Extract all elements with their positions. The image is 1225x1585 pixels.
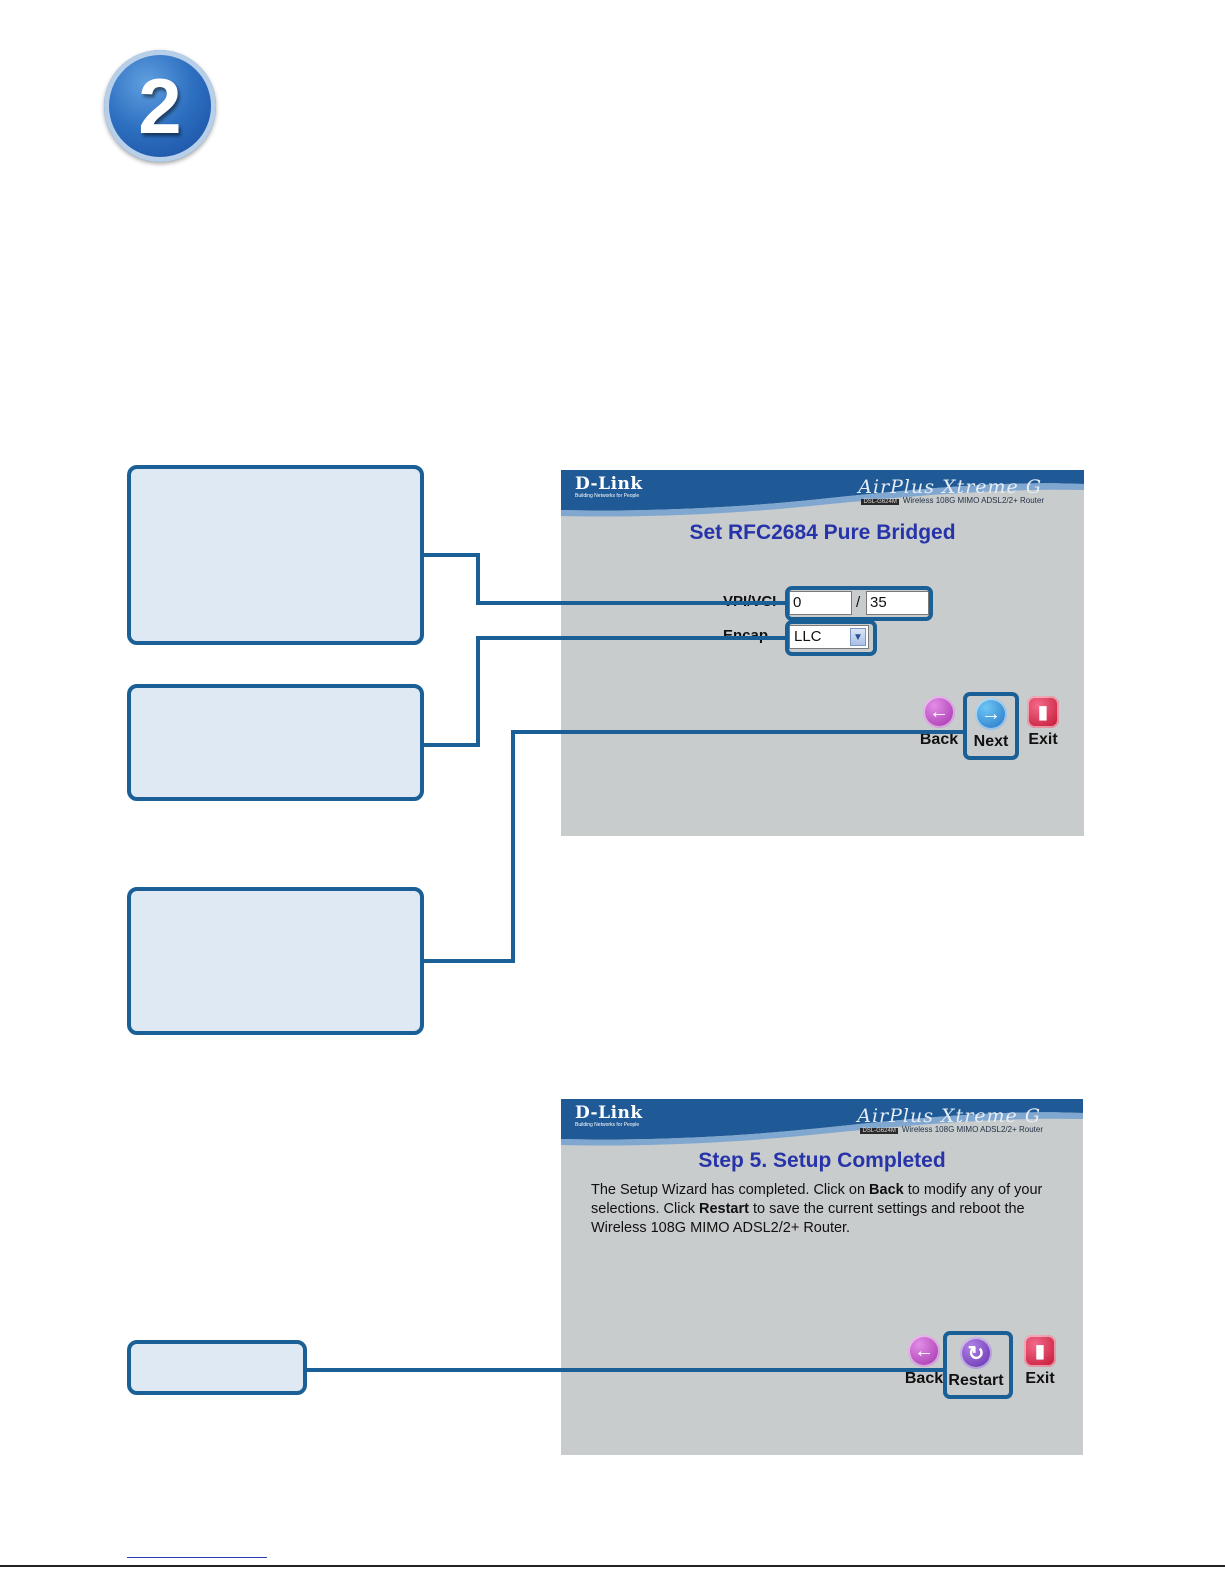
- back-button[interactable]: ← Back: [909, 696, 969, 749]
- footer-link-underline: [127, 1557, 267, 1558]
- model-tag: DSL-G624M: [861, 499, 899, 505]
- dlink-logo: D-Link: [575, 1103, 643, 1123]
- callout-encap: [127, 684, 424, 801]
- vpi-input[interactable]: 0: [789, 591, 852, 615]
- encap-highlight: [785, 620, 877, 656]
- model-subtitle: Wireless 108G MIMO ADSL2/2+ Router: [902, 496, 1044, 505]
- encap-selected-value: LLC: [794, 628, 822, 645]
- dlink-logo: D-Link: [575, 474, 643, 494]
- connector-vpi-vci: [424, 553, 785, 605]
- exit-door-icon: ▮: [1027, 696, 1059, 728]
- page-title: Step 5. Setup Completed: [698, 1149, 946, 1172]
- product-name: AirPlus Xtreme G: [857, 1105, 1041, 1127]
- callout-vpi-vci: [127, 465, 424, 645]
- message-restart-bold: Restart: [698, 1201, 749, 1217]
- restart-label: Restart: [948, 1372, 1004, 1389]
- exit-button[interactable]: ▮ Exit: [1010, 1335, 1070, 1388]
- back-label: Back: [919, 731, 959, 748]
- dlink-tagline: Building Networks for People: [575, 493, 640, 499]
- completion-message: The Setup Wizard has completed. Click on…: [591, 1181, 1061, 1238]
- dlink-banner: [561, 1099, 1083, 1146]
- encap-select[interactable]: LLC ▼: [789, 625, 869, 649]
- message-back-bold: Back: [869, 1182, 904, 1198]
- model-subtitle: Wireless 108G MIMO ADSL2/2+ Router: [901, 1125, 1043, 1134]
- back-button[interactable]: ← Back: [894, 1335, 954, 1388]
- vpi-vci-separator: /: [856, 594, 861, 611]
- message-text-3: to save the current settings and reboot …: [591, 1201, 1025, 1236]
- message-text-1: The Setup Wizard has completed. Click on: [591, 1182, 870, 1198]
- exit-label: Exit: [1025, 1370, 1055, 1387]
- step-number-badge: 2: [104, 50, 216, 162]
- product-name: AirPlus Xtreme G: [858, 476, 1042, 498]
- model-tag: DSL-G624M: [860, 1128, 898, 1134]
- exit-door-icon: ▮: [1024, 1335, 1056, 1367]
- connector-encap: [424, 636, 785, 747]
- back-arrow-icon: ←: [908, 1335, 940, 1367]
- back-arrow-icon: ←: [923, 696, 955, 728]
- vci-input[interactable]: 35: [866, 591, 929, 615]
- next-highlight: [963, 692, 1019, 760]
- restart-button[interactable]: ↻ Restart: [946, 1337, 1006, 1390]
- exit-button[interactable]: ▮ Exit: [1013, 696, 1073, 749]
- next-arrow-icon: →: [975, 698, 1007, 730]
- dlink-banner: [561, 470, 1084, 517]
- message-text-2: to modify any of your selections. Click: [591, 1182, 1043, 1217]
- restart-icon: ↻: [960, 1337, 992, 1369]
- chevron-down-icon: ▼: [850, 628, 866, 646]
- exit-label: Exit: [1028, 731, 1058, 748]
- vpi-vci-highlight: [785, 586, 933, 621]
- dlink-tagline: Building Networks for People: [575, 1122, 640, 1128]
- connector-next: [424, 730, 963, 963]
- back-label: Back: [904, 1370, 944, 1387]
- footer-rule: [0, 1565, 1225, 1567]
- restart-highlight: [943, 1331, 1013, 1399]
- next-button[interactable]: → Next: [961, 698, 1021, 751]
- callout-next: [127, 887, 424, 1035]
- next-label: Next: [973, 733, 1009, 750]
- callout-restart: [127, 1340, 307, 1395]
- page-title: Set RFC2684 Pure Bridged: [689, 521, 956, 544]
